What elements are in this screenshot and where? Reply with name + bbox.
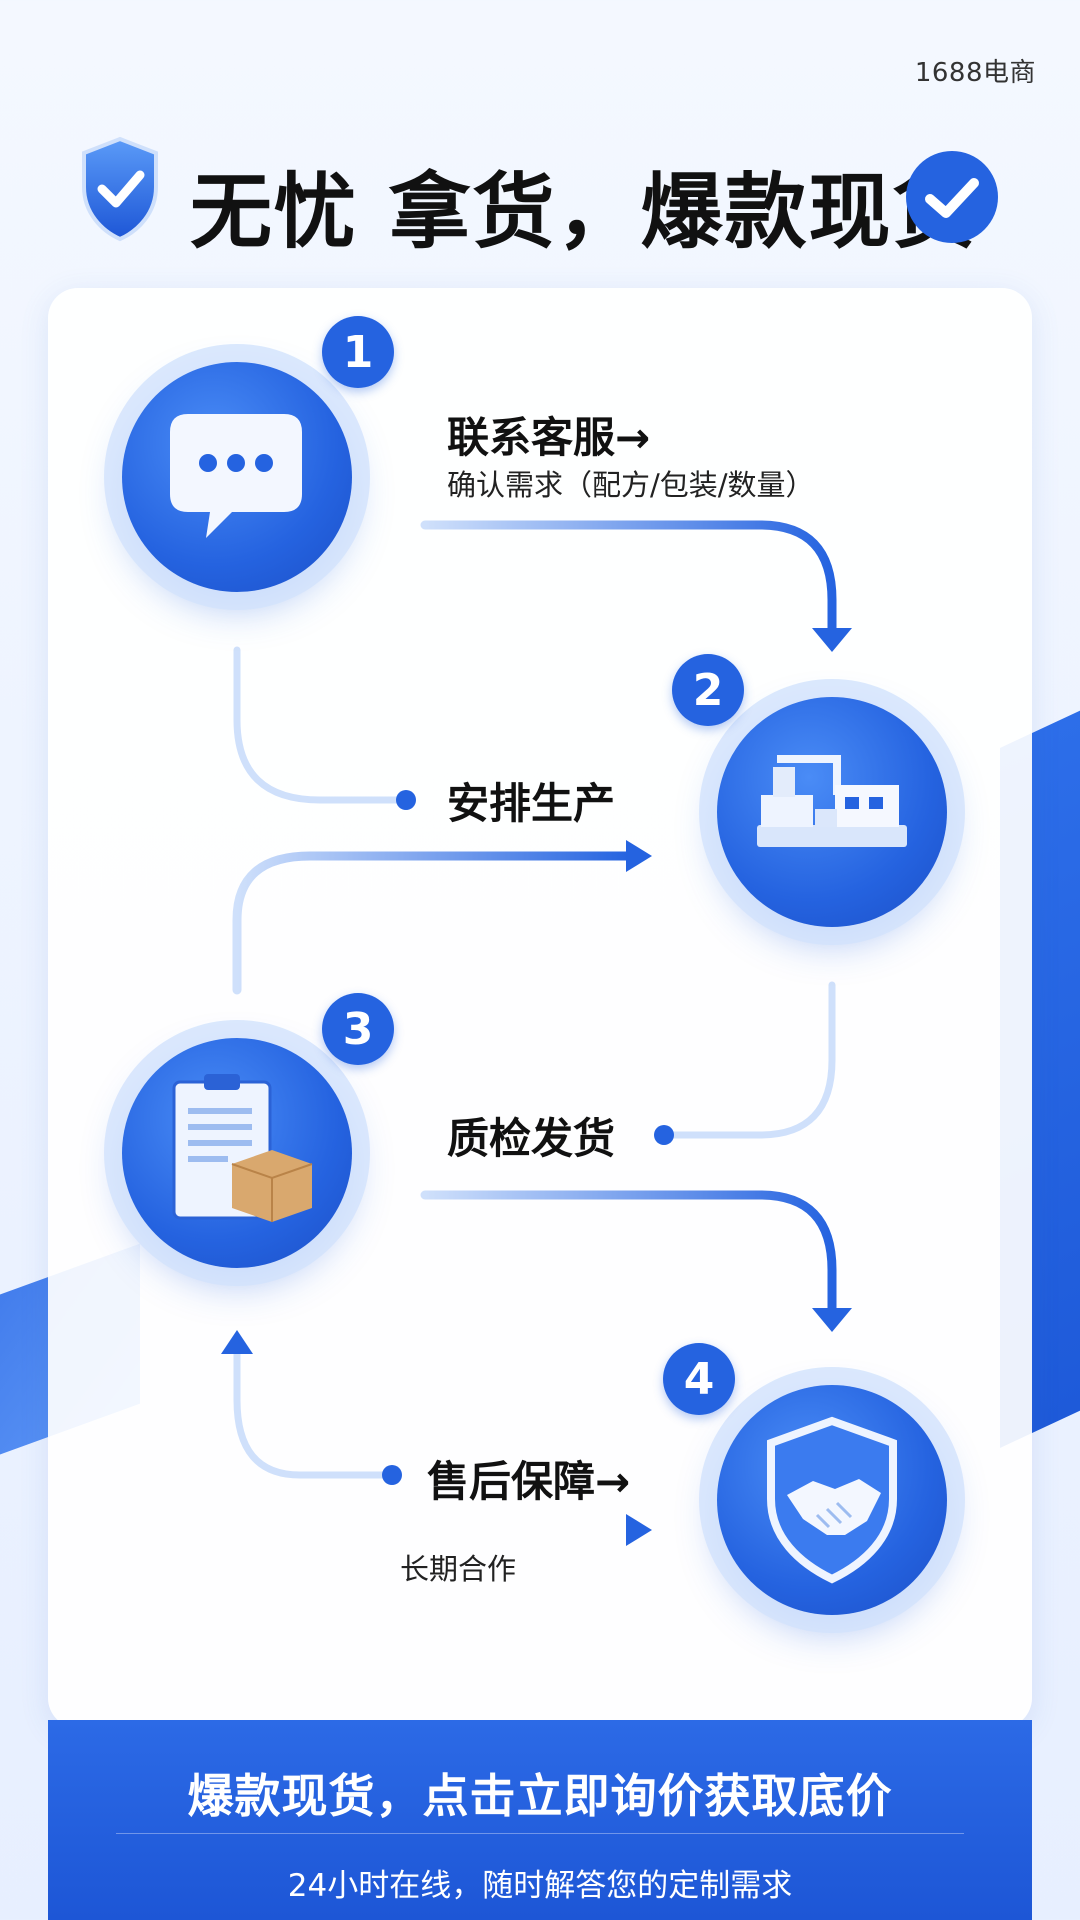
page-title: 无忧 拿货，爆款现货 [190,165,977,260]
check-circle-icon [906,151,998,243]
step-4-badge: 4 [663,1343,735,1415]
step-4-title: 售后保障→ [427,1457,631,1506]
step-4-circle [717,1385,947,1615]
step-2-badge: 2 [672,654,744,726]
step-3-circle [122,1038,352,1268]
cta-title[interactable]: 爆款现货，点击立即询价获取底价 [187,1769,893,1823]
step-3-title: 质检发货 [447,1114,616,1163]
step-1-title: 联系客服→ [447,413,651,462]
cta-subtitle: 24小时在线，随时解答您的定制需求 [287,1868,793,1904]
step-2-circle [717,697,947,927]
brand-label: 1688电商 [914,58,1036,88]
cta-banner[interactable]: 爆款现货，点击立即询价获取底价 24小时在线，随时解答您的定制需求 [48,1720,1032,1920]
step-1-badge: 1 [322,316,394,388]
step-4-subtitle: 长期合作 [400,1552,517,1586]
chat-bubble-icon [170,414,302,538]
step-1-subtitle: 确认需求（配方/包装/数量） [447,468,815,502]
factory-icon [757,755,907,847]
cta-divider [116,1833,964,1834]
shield-check-icon [82,136,158,242]
header: 无忧 拿货，爆款现货 [0,135,1080,260]
clipboard-box-icon [172,1074,313,1222]
step-1-circle [122,362,352,592]
handshake-shield-icon [767,1416,897,1584]
step-2-title: 安排生产 [447,779,616,828]
step-3-badge: 3 [322,993,394,1065]
